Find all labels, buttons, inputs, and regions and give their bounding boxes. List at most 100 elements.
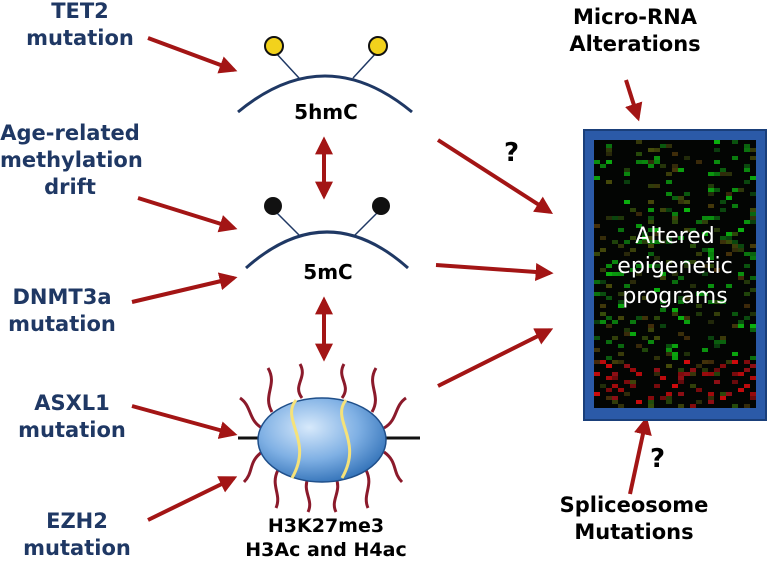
heatmap-cell <box>594 392 600 396</box>
heatmap-cell <box>678 296 684 300</box>
heatmap-cell <box>672 168 678 172</box>
heatmap-cell <box>648 200 654 204</box>
heatmap-cell <box>708 284 714 288</box>
heatmap-cell <box>708 320 714 324</box>
heatmap-cell <box>618 272 624 276</box>
heatmap-cell <box>714 216 720 220</box>
heatmap-cell <box>744 252 750 256</box>
heatmap-cell <box>702 348 708 352</box>
heatmap-cell <box>594 280 600 284</box>
heatmap-cell <box>636 316 642 320</box>
heatmap-cell <box>612 400 618 404</box>
heatmap-cell <box>714 312 720 316</box>
age-line-1: Age-related <box>0 121 140 145</box>
heatmap-cell <box>714 268 720 272</box>
heatmap-cell <box>744 164 750 168</box>
heatmap-cell <box>672 344 678 348</box>
heatmap-cell <box>714 368 720 372</box>
ezh2-mutation-label: EZH2 mutation <box>0 508 154 562</box>
dnmt3a-mutation-label: DNMT3a mutation <box>0 284 124 338</box>
age-line-3: drift <box>44 175 96 199</box>
heatmap-cell <box>594 360 600 364</box>
heatmap-cell <box>624 380 630 384</box>
heatmap-cell <box>636 344 642 348</box>
heatmap-cell <box>594 372 600 376</box>
heatmap-cell <box>732 156 738 160</box>
heatmap-cell <box>720 336 726 340</box>
heatmap-cell <box>600 164 606 168</box>
heatmap-cell <box>642 336 648 340</box>
heatmap-cell <box>684 208 690 212</box>
heatmap-cell <box>750 244 756 248</box>
heatmap-cell <box>606 144 612 148</box>
heatmap-cell <box>684 260 690 264</box>
heatmap-cell <box>702 272 708 276</box>
spliceosome-label: Spliceosome Mutations <box>536 492 732 546</box>
heatmap-cell <box>630 248 636 252</box>
heatmap-cell <box>642 348 648 352</box>
heatmap-cell <box>606 388 612 392</box>
heatmap-cell <box>606 152 612 156</box>
heatmap-cell <box>666 172 672 176</box>
heatmap-cell <box>726 232 732 236</box>
heatmap-cell <box>744 180 750 184</box>
heatmap-cell <box>606 324 612 328</box>
heatmap-cell <box>702 372 708 376</box>
heatmap-cell <box>654 316 660 320</box>
arrow-age <box>137 196 238 233</box>
heatmap-cell <box>696 160 702 164</box>
heatmap-cell <box>714 344 720 348</box>
heatmap-cell <box>636 240 642 244</box>
arrow-dnmt3a <box>131 272 238 304</box>
heatmap-cell <box>714 160 720 164</box>
heatmap-cell <box>726 360 732 364</box>
heatmap-cell <box>666 348 672 352</box>
heatmap-cell <box>750 276 756 280</box>
heatmap-cell <box>654 184 660 188</box>
heatmap-cell <box>714 372 720 376</box>
heatmap-cell <box>708 204 714 208</box>
heatmap-cell <box>750 396 756 400</box>
heatmap-cell <box>606 272 612 276</box>
heatmap-cell <box>660 272 666 276</box>
heatmap-cell <box>708 360 714 364</box>
heatmap-cell <box>744 144 750 148</box>
question-mark-spliceosome: ? <box>650 444 666 474</box>
heatmap-cell <box>684 316 690 320</box>
heatmap-cell <box>702 264 708 268</box>
asxl1-mutation-label: ASXL1 mutation <box>0 390 144 444</box>
heatmap-cell <box>696 252 702 256</box>
heatmap-cell <box>726 172 732 176</box>
heatmap-cell <box>660 276 666 280</box>
heatmap-cell <box>648 400 654 404</box>
heatmap-cell <box>666 192 672 196</box>
heatmap-cell <box>636 272 642 276</box>
heatmap-cell <box>612 272 618 276</box>
heatmap-cell <box>726 252 732 256</box>
heatmap-cell <box>744 384 750 388</box>
heatmap-cell <box>606 264 612 268</box>
heatmap-cell <box>750 392 756 396</box>
heatmap-cell <box>648 396 654 400</box>
heatmap-cell <box>636 140 642 144</box>
heatmap-cell <box>648 252 654 256</box>
heatmap-cell <box>624 180 630 184</box>
heatmap-cell <box>738 228 744 232</box>
heatmap-cell <box>654 232 660 236</box>
heatmap <box>583 129 767 421</box>
tet2-mutation-label: TET2 mutation <box>0 0 160 52</box>
heatmap-cell <box>672 356 678 360</box>
heatmap-cell <box>630 320 636 324</box>
heatmap-cell <box>648 324 654 328</box>
heatmap-cell <box>708 184 714 188</box>
heatmap-cell <box>714 140 720 144</box>
heatmap-cell <box>678 196 684 200</box>
heatmap-cell <box>630 380 636 384</box>
heatmap-cell <box>666 396 672 400</box>
heatmap-cell <box>648 216 654 220</box>
arrow-tet2 <box>147 36 238 74</box>
heatmap-cell <box>672 352 678 356</box>
heatmap-cell <box>612 396 618 400</box>
heatmap-cell <box>726 236 732 240</box>
